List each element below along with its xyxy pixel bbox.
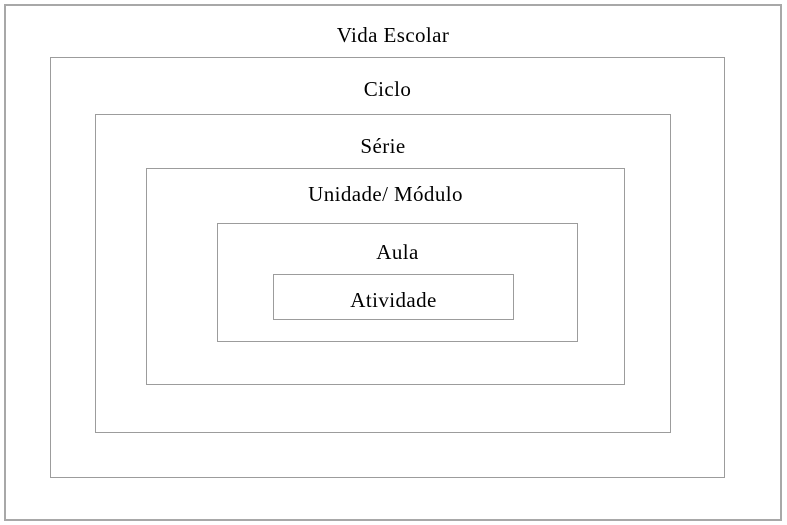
label-aula: Aula bbox=[376, 240, 419, 264]
label-atividade: Atividade bbox=[350, 288, 437, 312]
label-unidade-modulo: Unidade/ Módulo bbox=[308, 182, 463, 206]
box-unidade-modulo: Unidade/ Módulo Aula Atividade bbox=[146, 168, 625, 385]
label-vida-escolar: Vida Escolar bbox=[336, 23, 450, 47]
box-atividade: Atividade bbox=[273, 274, 514, 320]
box-vida-escolar: Vida Escolar Ciclo Série Unidade/ Módulo… bbox=[4, 4, 782, 521]
label-serie: Série bbox=[360, 134, 406, 158]
box-serie: Série Unidade/ Módulo Aula Atividade bbox=[95, 114, 671, 433]
box-aula: Aula Atividade bbox=[217, 223, 578, 342]
box-ciclo: Ciclo Série Unidade/ Módulo Aula Ativida… bbox=[50, 57, 725, 478]
label-ciclo: Ciclo bbox=[363, 77, 412, 101]
